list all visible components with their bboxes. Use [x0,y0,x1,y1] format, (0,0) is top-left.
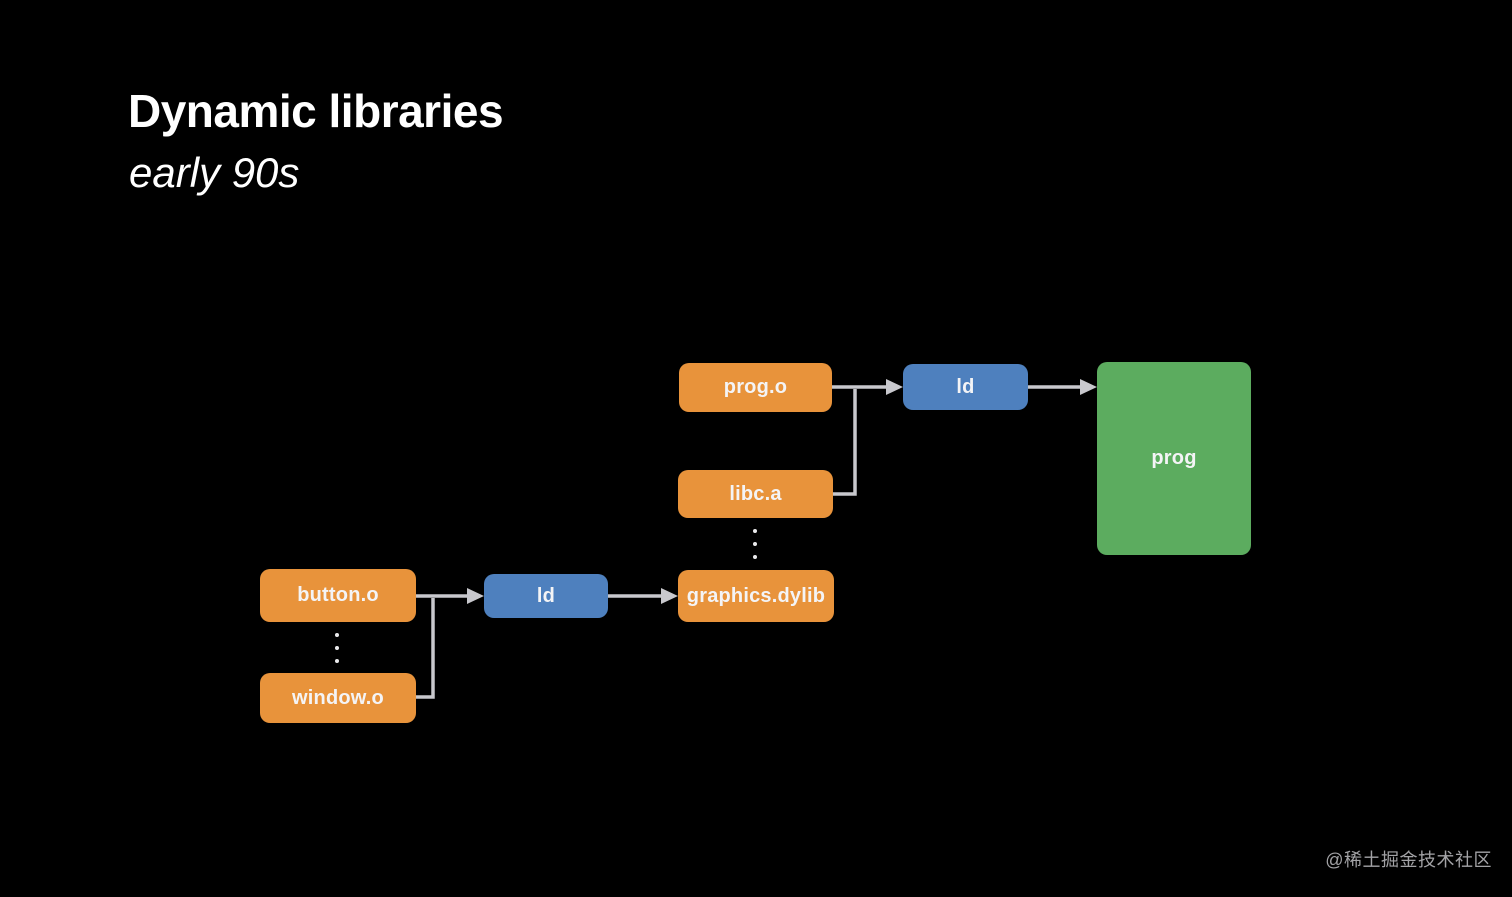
arrowhead [661,588,678,604]
ellipsis-dots-bottom [335,633,339,663]
node-button-o-label: button.o [297,584,379,606]
node-window-o: window.o [260,673,416,723]
arrowhead [886,379,903,395]
node-libc-a: libc.a [678,470,833,518]
node-graphics-dylib-label: graphics.dylib [686,584,826,607]
node-prog-o-label: prog.o [723,376,788,398]
node-prog-label: prog [1151,447,1197,469]
arrowhead [1080,379,1097,395]
node-ld-bottom-label: ld [536,584,556,607]
node-ld-bottom: ld [484,574,608,618]
node-prog: prog [1097,362,1251,555]
ellipsis-dots-top [753,529,757,559]
slide-subtitle: early 90s [129,149,300,196]
node-graphics-dylib: graphics.dylib [678,570,834,622]
node-ld-top: ld [903,364,1028,410]
node-button-o: button.o [260,569,416,622]
node-libc-a-label: libc.a [729,482,782,505]
slide-title: Dynamic libraries [128,85,504,137]
arrowhead [467,588,484,604]
watermark: @稀土掘金技术社区 [1325,850,1492,870]
node-window-o-label: window.o [292,686,384,709]
node-prog-o: prog.o [679,363,832,412]
node-ld-top-label: ld [956,375,975,398]
